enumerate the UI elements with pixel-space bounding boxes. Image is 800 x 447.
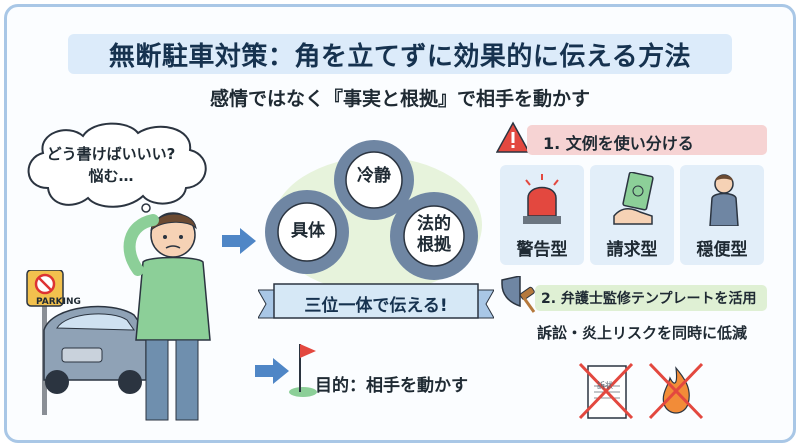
lawsuit-document-icon xyxy=(578,362,634,420)
card-label: 警告型 xyxy=(516,240,568,260)
gear-label: 法的 根拠 xyxy=(417,214,451,255)
section2-header xyxy=(535,285,767,311)
bubble-text: どう書けばいいい? 悩む… xyxy=(36,143,186,187)
fire-icon xyxy=(648,362,704,420)
document-label: 訴状 xyxy=(597,381,613,390)
section1-header xyxy=(527,125,767,155)
shield-gavel-icon xyxy=(501,276,536,313)
gear-icon xyxy=(265,190,349,274)
page-subtitle: 感情ではなく『事実と根拠』で相手を動かす xyxy=(209,88,590,110)
gear-icon xyxy=(390,192,478,280)
card-label: 請求型 xyxy=(606,240,658,260)
gear-label: 具体 xyxy=(291,221,325,241)
bowing-person-icon xyxy=(709,174,739,226)
bubble-line: どう書けばいいい? 悩む… xyxy=(46,145,176,185)
banner-ribbon xyxy=(258,283,494,319)
money-hand-icon xyxy=(613,172,654,225)
arrow-right-icon xyxy=(222,228,256,254)
siren-icon xyxy=(523,174,561,224)
card-label: 穏便型 xyxy=(696,240,748,260)
goal-flag-icon xyxy=(289,344,317,397)
thought-bubble xyxy=(27,122,207,213)
car-icon xyxy=(26,270,147,415)
gear-icon xyxy=(334,140,414,220)
goal-text: 目的：相手を動かす xyxy=(315,376,468,396)
section1-title: 1. 文例を使い分ける xyxy=(543,134,694,153)
risk-text: 訴訟・炎上リスクを同時に低減 xyxy=(536,324,747,342)
gears-diagram xyxy=(265,140,482,290)
page-title: 無断駐車対策：角を立てずに効果的に伝える方法 xyxy=(108,42,692,72)
gear-label: 冷静 xyxy=(357,166,391,186)
banner-text: 三位一体で伝える! xyxy=(304,296,448,316)
arrow-right-icon xyxy=(255,358,289,384)
title-highlight xyxy=(68,34,732,74)
parking-sign-text: PARKING xyxy=(36,297,81,307)
warning-icon xyxy=(496,121,530,153)
worried-person-icon xyxy=(123,212,211,421)
section2-title: 2. 弁護士監修テンプレートを活用 xyxy=(541,291,757,307)
